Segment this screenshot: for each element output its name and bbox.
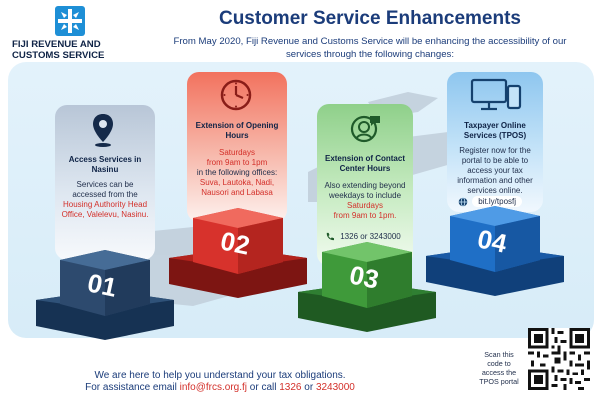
pedestal-01-number: 01 — [85, 267, 120, 302]
phone-icon — [326, 233, 334, 241]
pillar2-title-line1: Extension of Opening — [195, 121, 279, 130]
pedestal-01: 01 — [36, 250, 174, 340]
qr-caption-line3: access the — [481, 368, 517, 377]
pillar3-text-line2: weekdays to include — [328, 191, 402, 200]
pillar2-hours-line1: Saturdays — [218, 148, 256, 157]
footer-mid: or call — [247, 382, 280, 393]
pillar-tpos — [447, 72, 543, 212]
pedestal-02-number: 02 — [218, 225, 253, 260]
pillar3-hours-line2: from 9am to 1pm. — [333, 211, 397, 220]
pillar3-title: Extension of Contact Center Hours — [319, 154, 411, 174]
frcs-emblem-icon — [55, 6, 85, 36]
footer-prefix: For assistance email — [85, 382, 180, 393]
qr-caption-line4: TPOS portal — [479, 377, 519, 386]
org-name: FIJI REVENUE AND CUSTOMS SERVICE — [4, 39, 136, 61]
page-title: Customer Service Enhancements — [218, 8, 521, 29]
pedestal-04-number: 04 — [475, 223, 510, 258]
qr-caption-line2: code to — [487, 359, 511, 368]
pillar1-title-line2: Nasinu — [91, 165, 119, 174]
pillar1-text-line2: accessed from the — [72, 190, 138, 199]
tpos-link[interactable]: bit.ly/tposfj — [472, 196, 523, 207]
pillar1-title: Access Services in Nasinu — [57, 155, 153, 175]
pedestal-03: 03 — [298, 242, 436, 332]
pillar1-address-line2: Office, Valelevu, Nasinu. — [61, 210, 149, 219]
pillar1-title-line1: Access Services in — [68, 155, 142, 164]
org-name-line2: CUSTOMS SERVICE — [12, 49, 105, 61]
pillar3-hours-line1: Saturdays — [346, 201, 384, 210]
qr-caption-line1: Scan this — [484, 350, 514, 359]
qr-code-icon[interactable] — [528, 328, 590, 390]
pillar2-offices-line1: Suva, Lautoka, Nadi, — [199, 178, 275, 187]
pillar2-offices-line2: Nausori and Labasa — [201, 188, 273, 197]
pillar1-text: Services can be accessed from the Housin… — [57, 180, 153, 220]
globe-icon — [458, 196, 468, 207]
frcs-logo: FIJI REVENUE AND CUSTOMS SERVICE — [4, 6, 136, 61]
pillar4-text-line1: Register now for the — [459, 146, 531, 155]
pillar2-text-line1: in the following offices: — [196, 168, 278, 177]
page-subtitle: From May 2020, Fiji Revenue and Customs … — [150, 36, 590, 61]
call-center-icon — [350, 115, 380, 143]
pillar2-hours-line2: from 9am to 1pm — [206, 158, 268, 167]
contact-phone-text[interactable]: 1326 or 3243000 — [340, 232, 401, 242]
pedestal-03-number: 03 — [347, 259, 382, 294]
pillar4-title-line2: Services (TPOS) — [463, 131, 527, 140]
pillar4-title: Taxpayer Online Services (TPOS) — [449, 121, 541, 141]
tpos-link-row[interactable]: bit.ly/tposfj — [458, 196, 523, 207]
pillar2-title: Extension of Opening Hours — [189, 121, 285, 141]
pillar4-text-line4: information and other — [457, 176, 533, 185]
pedestal-02: 02 — [169, 208, 307, 298]
pedestal-04: 04 — [426, 206, 564, 296]
footer-contact-line: For assistance email info@frcs.org.fj or… — [40, 382, 400, 393]
pillar4-text-line2: portal to be able to — [461, 156, 529, 165]
footer-phone2[interactable]: 3243000 — [315, 382, 355, 393]
pillar3-text-line1: Also extending beyond — [324, 181, 406, 190]
footer-email-link[interactable]: info@frcs.org.fj — [179, 382, 247, 393]
footer-phone1[interactable]: 1326 — [279, 382, 302, 393]
pillar3-text: Also extending beyond weekdays to includ… — [319, 181, 411, 221]
footer-help-text: We are here to help you understand your … — [94, 370, 346, 381]
pillar4-text-line5: services online. — [467, 186, 523, 195]
pillar3-title-line1: Extension of Contact — [324, 154, 405, 163]
subtitle-line2: services through the following changes: — [286, 48, 454, 60]
pillar2-text: Saturdays from 9am to 1pm in the followi… — [189, 148, 285, 198]
clock-icon — [220, 79, 252, 111]
pillar4-title-line1: Taxpayer Online — [464, 121, 526, 130]
location-pin-icon — [93, 114, 113, 147]
org-name-line1: FIJI REVENUE AND — [12, 39, 101, 50]
contact-phone-row[interactable]: 1326 or 3243000 — [325, 232, 415, 241]
pillar4-text-line3: access your tax — [467, 166, 523, 175]
footer-or: or — [301, 382, 316, 393]
pillar3-title-line2: Center Hours — [339, 164, 391, 173]
computer-phone-icon — [470, 78, 522, 111]
pillar1-text-line1: Services can be — [76, 180, 134, 189]
pillar1-address-line1: Housing Authority Head — [62, 200, 148, 209]
pillar-opening-hours — [187, 72, 287, 222]
subtitle-line1: From May 2020, Fiji Revenue and Customs … — [173, 36, 567, 47]
pillar4-text: Register now for the portal to be able t… — [449, 146, 541, 196]
qr-caption: Scan this code to access the TPOS portal — [470, 350, 528, 386]
pillar2-title-line2: Hours — [225, 131, 249, 140]
